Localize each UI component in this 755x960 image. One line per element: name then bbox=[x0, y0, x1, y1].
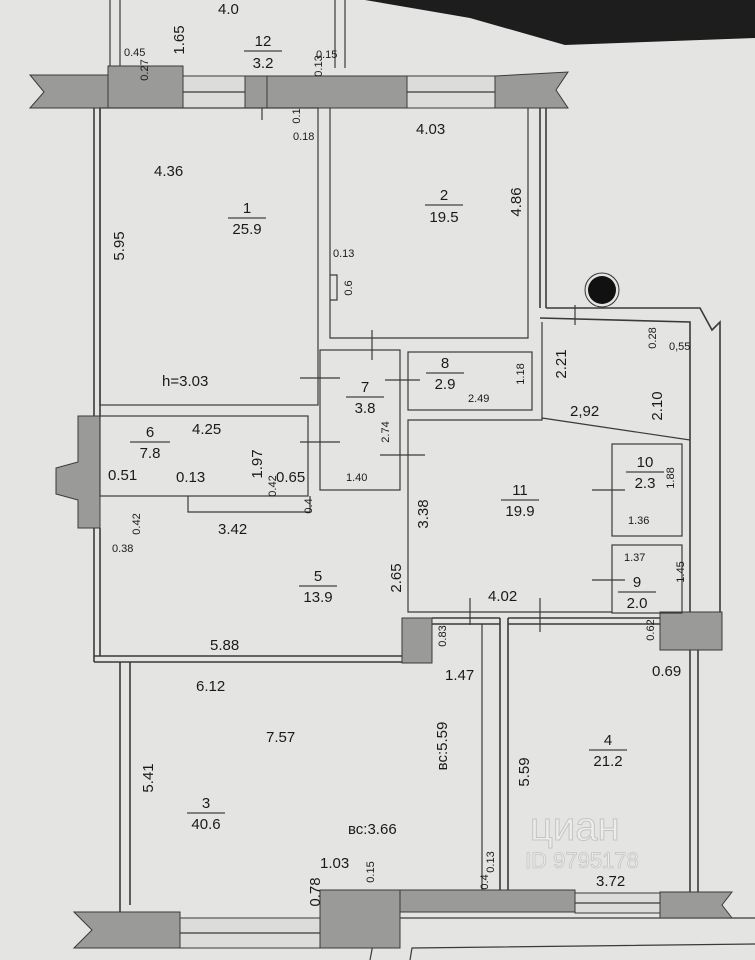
dim-0-65: 0.65 bbox=[276, 469, 305, 486]
dim-0-13-bot: 0.13 bbox=[485, 851, 497, 872]
room-11-area: 19.9 bbox=[505, 503, 534, 520]
dim-0-42b: 0.42 bbox=[131, 513, 143, 534]
room-4-number: 4 bbox=[604, 732, 612, 749]
room-10-number: 10 bbox=[637, 454, 654, 471]
dim-0-15-bot: 0.15 bbox=[365, 861, 377, 882]
dim-1-97: 1.97 bbox=[249, 449, 266, 478]
room-2-area: 19.5 bbox=[429, 209, 458, 226]
dim-5-59: 5.59 bbox=[516, 757, 533, 786]
dim-0-4-bot: 0.4 bbox=[479, 874, 491, 889]
room-12-area: 3.2 bbox=[253, 55, 274, 72]
dim-2-65: 2.65 bbox=[388, 563, 405, 592]
dim-2-10: 2.10 bbox=[649, 391, 666, 420]
room-8-number: 8 bbox=[441, 355, 449, 372]
dim-2-74: 2.74 bbox=[380, 421, 392, 442]
dim-1-47: 1.47 bbox=[445, 667, 474, 684]
dim-4-02: 4.02 bbox=[488, 588, 517, 605]
dim-vc-3-66: вс:3.66 bbox=[348, 821, 397, 838]
dim-0-6: 0.6 bbox=[343, 280, 355, 295]
dim-7-57: 7.57 bbox=[266, 729, 295, 746]
dim-1-88: 1.88 bbox=[665, 467, 677, 488]
dim-4-36: 4.36 bbox=[154, 163, 183, 180]
dim-5-88: 5.88 bbox=[210, 637, 239, 654]
room-5-area: 13.9 bbox=[303, 589, 332, 606]
dim-2-92: 2,92 bbox=[570, 403, 599, 420]
room-8-area: 2.9 bbox=[435, 376, 456, 393]
room-9-number: 9 bbox=[633, 574, 641, 591]
room-3-number: 3 bbox=[202, 795, 210, 812]
dim-5-41: 5.41 bbox=[140, 763, 157, 792]
room-9-area: 2.0 bbox=[627, 595, 648, 612]
dim-0-13-r5: 0.13 bbox=[176, 469, 205, 486]
dim-1-03: 1.03 bbox=[320, 855, 349, 872]
room-6-area: 7.8 bbox=[140, 445, 161, 462]
dim-2-21: 2.21 bbox=[553, 349, 570, 378]
room-4-area: 21.2 bbox=[593, 753, 622, 770]
bottom-exterior-wall bbox=[72, 889, 734, 949]
dim-0-38: 0.38 bbox=[112, 543, 133, 555]
room-7-area: 3.8 bbox=[355, 400, 376, 417]
room-1-area: 25.9 bbox=[232, 221, 261, 238]
dim-0-27: 0.27 bbox=[139, 59, 151, 80]
dim-3-42: 3.42 bbox=[218, 521, 247, 538]
dim-ceiling-height: h=3.03 bbox=[162, 373, 208, 390]
dim-0-78: 0.78 bbox=[307, 877, 324, 906]
room-12-number: 12 bbox=[255, 33, 272, 50]
watermark: циан ID 9795178 bbox=[525, 805, 640, 874]
dim-4-86: 4.86 bbox=[508, 187, 525, 216]
dim-0-4a: 0.4 bbox=[303, 498, 315, 513]
dim-3-38: 3.38 bbox=[415, 499, 432, 528]
dim-1-37: 1.37 bbox=[624, 552, 645, 564]
room-5-number: 5 bbox=[314, 568, 322, 585]
dim-0-45: 0.45 bbox=[124, 47, 145, 59]
watermark-brand: циан bbox=[530, 805, 620, 849]
dim-0-69: 0.69 bbox=[652, 663, 681, 680]
dim-0-1: 0.1 bbox=[291, 108, 303, 123]
dim-4-25: 4.25 bbox=[192, 421, 221, 438]
room-7-number: 7 bbox=[361, 379, 369, 396]
dim-0-28: 0.28 bbox=[647, 327, 659, 348]
scan-edge-shadow bbox=[365, 0, 755, 45]
room-10-area: 2.3 bbox=[635, 475, 656, 492]
dim-5-95: 5.95 bbox=[111, 231, 128, 260]
watermark-id: ID 9795178 bbox=[525, 848, 639, 873]
room-2-number: 2 bbox=[440, 187, 448, 204]
dim-0-42a: 0.42 bbox=[267, 475, 279, 496]
dim-0-55: 0,55 bbox=[669, 341, 690, 353]
dim-1-65: 1.65 bbox=[171, 25, 188, 54]
dim-vc-5-59: вс:5.59 bbox=[434, 722, 451, 771]
dim-1-36: 1.36 bbox=[628, 515, 649, 527]
room-3-area: 40.6 bbox=[191, 816, 220, 833]
dim-0-62: 0.62 bbox=[645, 619, 657, 640]
dim-0-13-top: 0.13 bbox=[313, 55, 325, 76]
dim-0-18: 0.18 bbox=[293, 131, 314, 143]
dim-6-12: 6.12 bbox=[196, 678, 225, 695]
dim-1-45: 1.45 bbox=[675, 561, 687, 582]
dim-1-40: 1.40 bbox=[346, 472, 367, 484]
dim-3-72: 3.72 bbox=[596, 873, 625, 890]
dim-2-49: 2.49 bbox=[468, 393, 489, 405]
riser-dot bbox=[588, 276, 616, 304]
dim-0-83: 0.83 bbox=[437, 625, 449, 646]
dim-1-18: 1.18 bbox=[515, 363, 527, 384]
dim-0-15-top: 0.15 bbox=[316, 49, 337, 61]
room-6-number: 6 bbox=[146, 424, 154, 441]
top-exterior-wall bbox=[28, 65, 569, 109]
dim-0-13-r2: 0.13 bbox=[333, 248, 354, 260]
room-11-number: 11 bbox=[512, 482, 528, 499]
dim-0-51: 0.51 bbox=[108, 467, 137, 484]
room-1-number: 1 bbox=[243, 200, 251, 217]
dim-4-0: 4.0 bbox=[218, 1, 239, 18]
walls bbox=[93, 107, 721, 912]
dim-4-03: 4.03 bbox=[416, 121, 445, 138]
